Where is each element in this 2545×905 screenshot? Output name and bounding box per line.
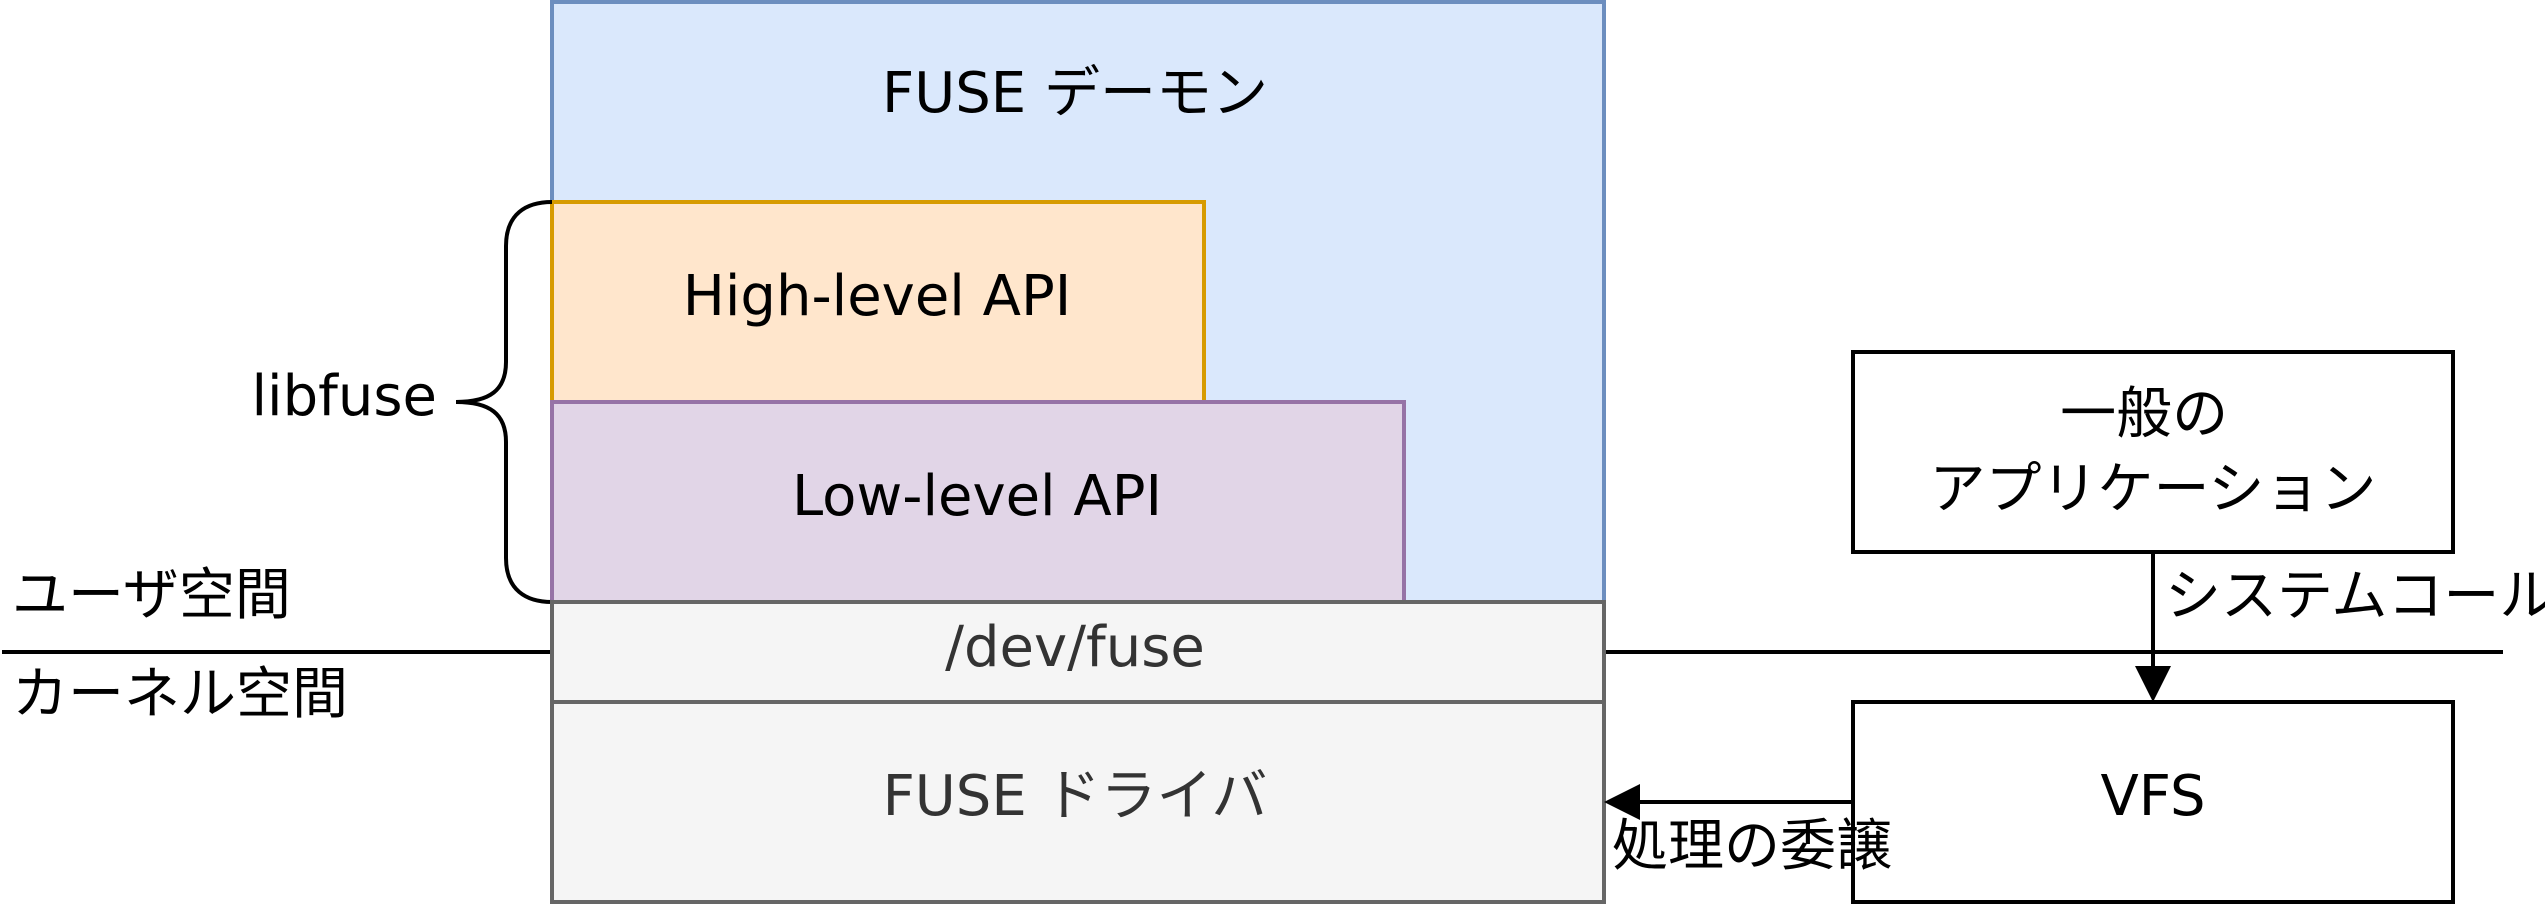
system-call-arrowhead [2135,666,2171,702]
dev-fuse-box [550,600,1606,704]
kernel-space-label: カーネル空間 [12,662,348,727]
application-label: 一般の アプリケーション [1930,382,2377,522]
fuse-driver-label: FUSE ドライバ [883,764,1268,829]
system-call-label: システムコール [2165,564,2545,629]
high-level-api-box [550,200,1206,404]
application-label-line2: アプリケーション [1930,457,2377,522]
delegation-label: 処理の委譲 [1612,814,1892,879]
libfuse-label: libfuse [252,364,438,429]
vfs-label: VFS [2100,764,2205,829]
application-box [1851,350,2455,554]
application-label-line1: 一般の [2060,382,2228,447]
high-level-api-label: High-level API [683,264,1071,329]
dev-fuse-label: /dev/fuse [945,615,1205,680]
delegation-arrowhead [1604,784,1640,820]
fuse-daemon-label: FUSE デーモン [882,61,1268,126]
low-level-api-box [550,400,1406,604]
user-space-label: ユーザ空間 [12,563,291,628]
low-level-api-label: Low-level API [792,464,1162,529]
libfuse-brace [455,200,553,604]
